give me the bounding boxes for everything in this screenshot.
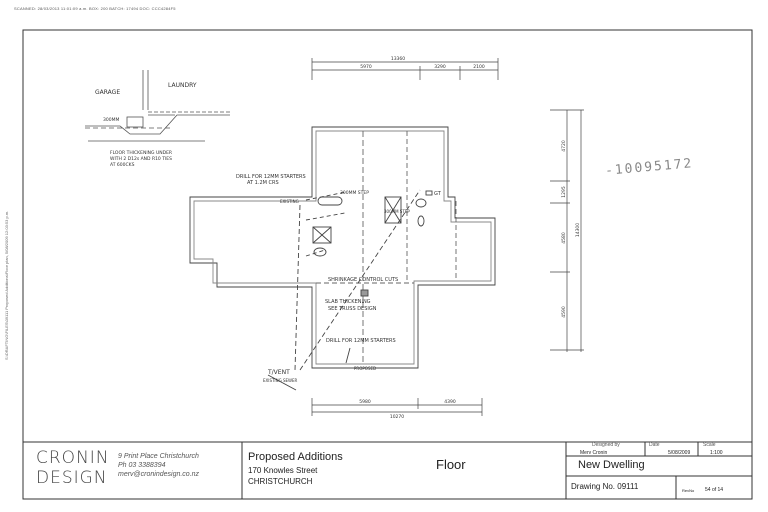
dimension-label: 4390: [444, 399, 456, 405]
plan-note: EXISTING SEWER: [263, 378, 298, 383]
garage-laundry-detail: [85, 70, 230, 142]
sheet-number: 54 of 14: [705, 487, 724, 493]
dimension-label: 2100: [473, 64, 485, 70]
shower-icon: [312, 226, 332, 244]
garage-label: GARAGE: [95, 89, 120, 96]
plan-note: AT 1.2M CRS: [247, 180, 279, 186]
dimension-lines: [311, 58, 584, 416]
plan-note: SLAB THICKENING: [325, 299, 371, 305]
company-address: 9 Print Place Christchurch: [118, 453, 199, 460]
date-value: 5/08/2009: [668, 450, 691, 456]
logo-line: DESIGN: [36, 468, 108, 488]
step-label: 300MM: [103, 117, 119, 123]
dimension-label: 5980: [359, 399, 371, 405]
project-city: CHRISTCHURCH: [248, 477, 313, 486]
plan-note: SEE TRUSS DESIGN: [328, 306, 377, 312]
job-name: New Dwelling: [578, 459, 645, 471]
plan-note: GT: [434, 191, 442, 197]
toilet-icon: [313, 247, 327, 257]
project-street: 170 Knowles Street: [248, 466, 318, 475]
date-label: Date: [649, 442, 660, 448]
plan-note: DRILL FOR 12MM STARTERS: [236, 174, 306, 180]
plan-note: PROPOSED: [354, 366, 376, 371]
rev-label: RevNo: [682, 488, 695, 493]
basin-icon: [415, 198, 427, 208]
dimension-label: 3290: [434, 64, 446, 70]
dimension-label: 4580: [561, 232, 567, 244]
plan-note: EXISTING: [280, 199, 299, 204]
plan-note: 300MM STEP: [384, 209, 410, 214]
dimension-label: 13360: [391, 56, 405, 62]
designed-by-label: Designed by: [592, 442, 620, 448]
shower-icon: [384, 196, 402, 224]
dimension-label: 4590: [561, 306, 567, 318]
company-email: merv@cronindesign.co.nz: [118, 471, 200, 478]
drawing-number: Drawing No. 09111: [571, 482, 639, 491]
company-phone: Ph 03 3388394: [118, 462, 166, 469]
detail-note-line: FLOOR THICKENING UNDER: [110, 150, 172, 156]
dimension-label: 10270: [390, 414, 404, 420]
sheet-title: Floor: [436, 457, 466, 472]
plan-note: SHRINKAGE CONTROL CUTS: [328, 277, 398, 283]
scan-header: SCANNED: 28/03/2013 11:01:09 a.m. BOX: 2…: [14, 6, 176, 11]
laundry-label: LAUNDRY: [168, 82, 197, 89]
dimension-label: 1295: [561, 186, 567, 198]
project-title: Proposed Additions: [248, 451, 343, 463]
company-logo: CRONIN DESIGN: [36, 448, 110, 488]
dimension-label: 5970: [360, 64, 372, 70]
designed-by: Merv Cronin: [580, 450, 608, 456]
scale-label: Scale: [703, 442, 716, 448]
plan-note: T/VENT: [267, 369, 290, 376]
dimension-label: 14300: [575, 223, 581, 237]
toilet-icon: [417, 215, 425, 227]
detail-note-line: AT 600CKS: [110, 162, 135, 168]
plan-outline: [189, 126, 496, 391]
bath-icon: [317, 196, 343, 206]
logo-line: CRONIN: [36, 448, 110, 468]
company-contact: 9 Print Place Christchurch Ph 03 3388394…: [118, 452, 199, 479]
scale-value: 1:100: [710, 450, 723, 456]
detail-note-line: WITH 2 D12s AND R10 TIES: [110, 156, 172, 162]
plan-note: DRILL FOR 12MM STARTERS: [326, 338, 396, 344]
drawing-border: [22, 29, 753, 500]
plan-note: 300MM STEP: [340, 190, 369, 196]
dimension-label: 4720: [561, 140, 567, 152]
